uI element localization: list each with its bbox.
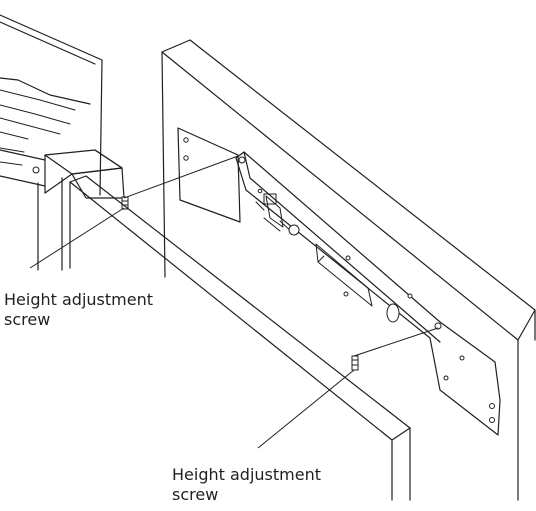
mounting-block <box>44 149 125 199</box>
height-adjustment-screw-right <box>351 355 359 371</box>
bracket-hole-1 <box>183 137 189 143</box>
bracket-hole-9 <box>443 375 449 381</box>
back-panel <box>161 39 536 501</box>
leader-lines <box>29 155 439 449</box>
bracket-hole-7 <box>343 291 349 297</box>
bracket-hole-12 <box>489 417 495 423</box>
alignment-line-top <box>123 155 239 199</box>
appliance-body <box>0 14 103 271</box>
appliance-body-hole <box>32 166 40 174</box>
alignment-line-bottom <box>353 327 439 357</box>
callout-leader-right <box>257 369 355 449</box>
bracket-hole-5 <box>257 188 263 194</box>
bracket-hole-8 <box>407 293 413 299</box>
bracket-hole-6 <box>345 255 351 261</box>
height-adjustment-screw-left <box>121 196 129 210</box>
callout-label-right: Height adjustment screw <box>172 465 321 504</box>
side-panel <box>69 175 411 501</box>
bracket-hole-10 <box>459 355 465 361</box>
bracket-square-slot <box>263 193 277 205</box>
callout-label-left: Height adjustment screw <box>4 290 153 329</box>
bracket-hole-4 <box>434 322 442 330</box>
bracket-oval-hole <box>386 303 400 323</box>
callout-leader-left <box>29 207 125 269</box>
mounting-bracket <box>177 127 501 436</box>
bracket-round-hole <box>288 224 300 236</box>
bracket-hole-11 <box>489 403 495 409</box>
bracket-hole-2 <box>183 155 189 161</box>
bracket-hole-3 <box>238 156 246 164</box>
